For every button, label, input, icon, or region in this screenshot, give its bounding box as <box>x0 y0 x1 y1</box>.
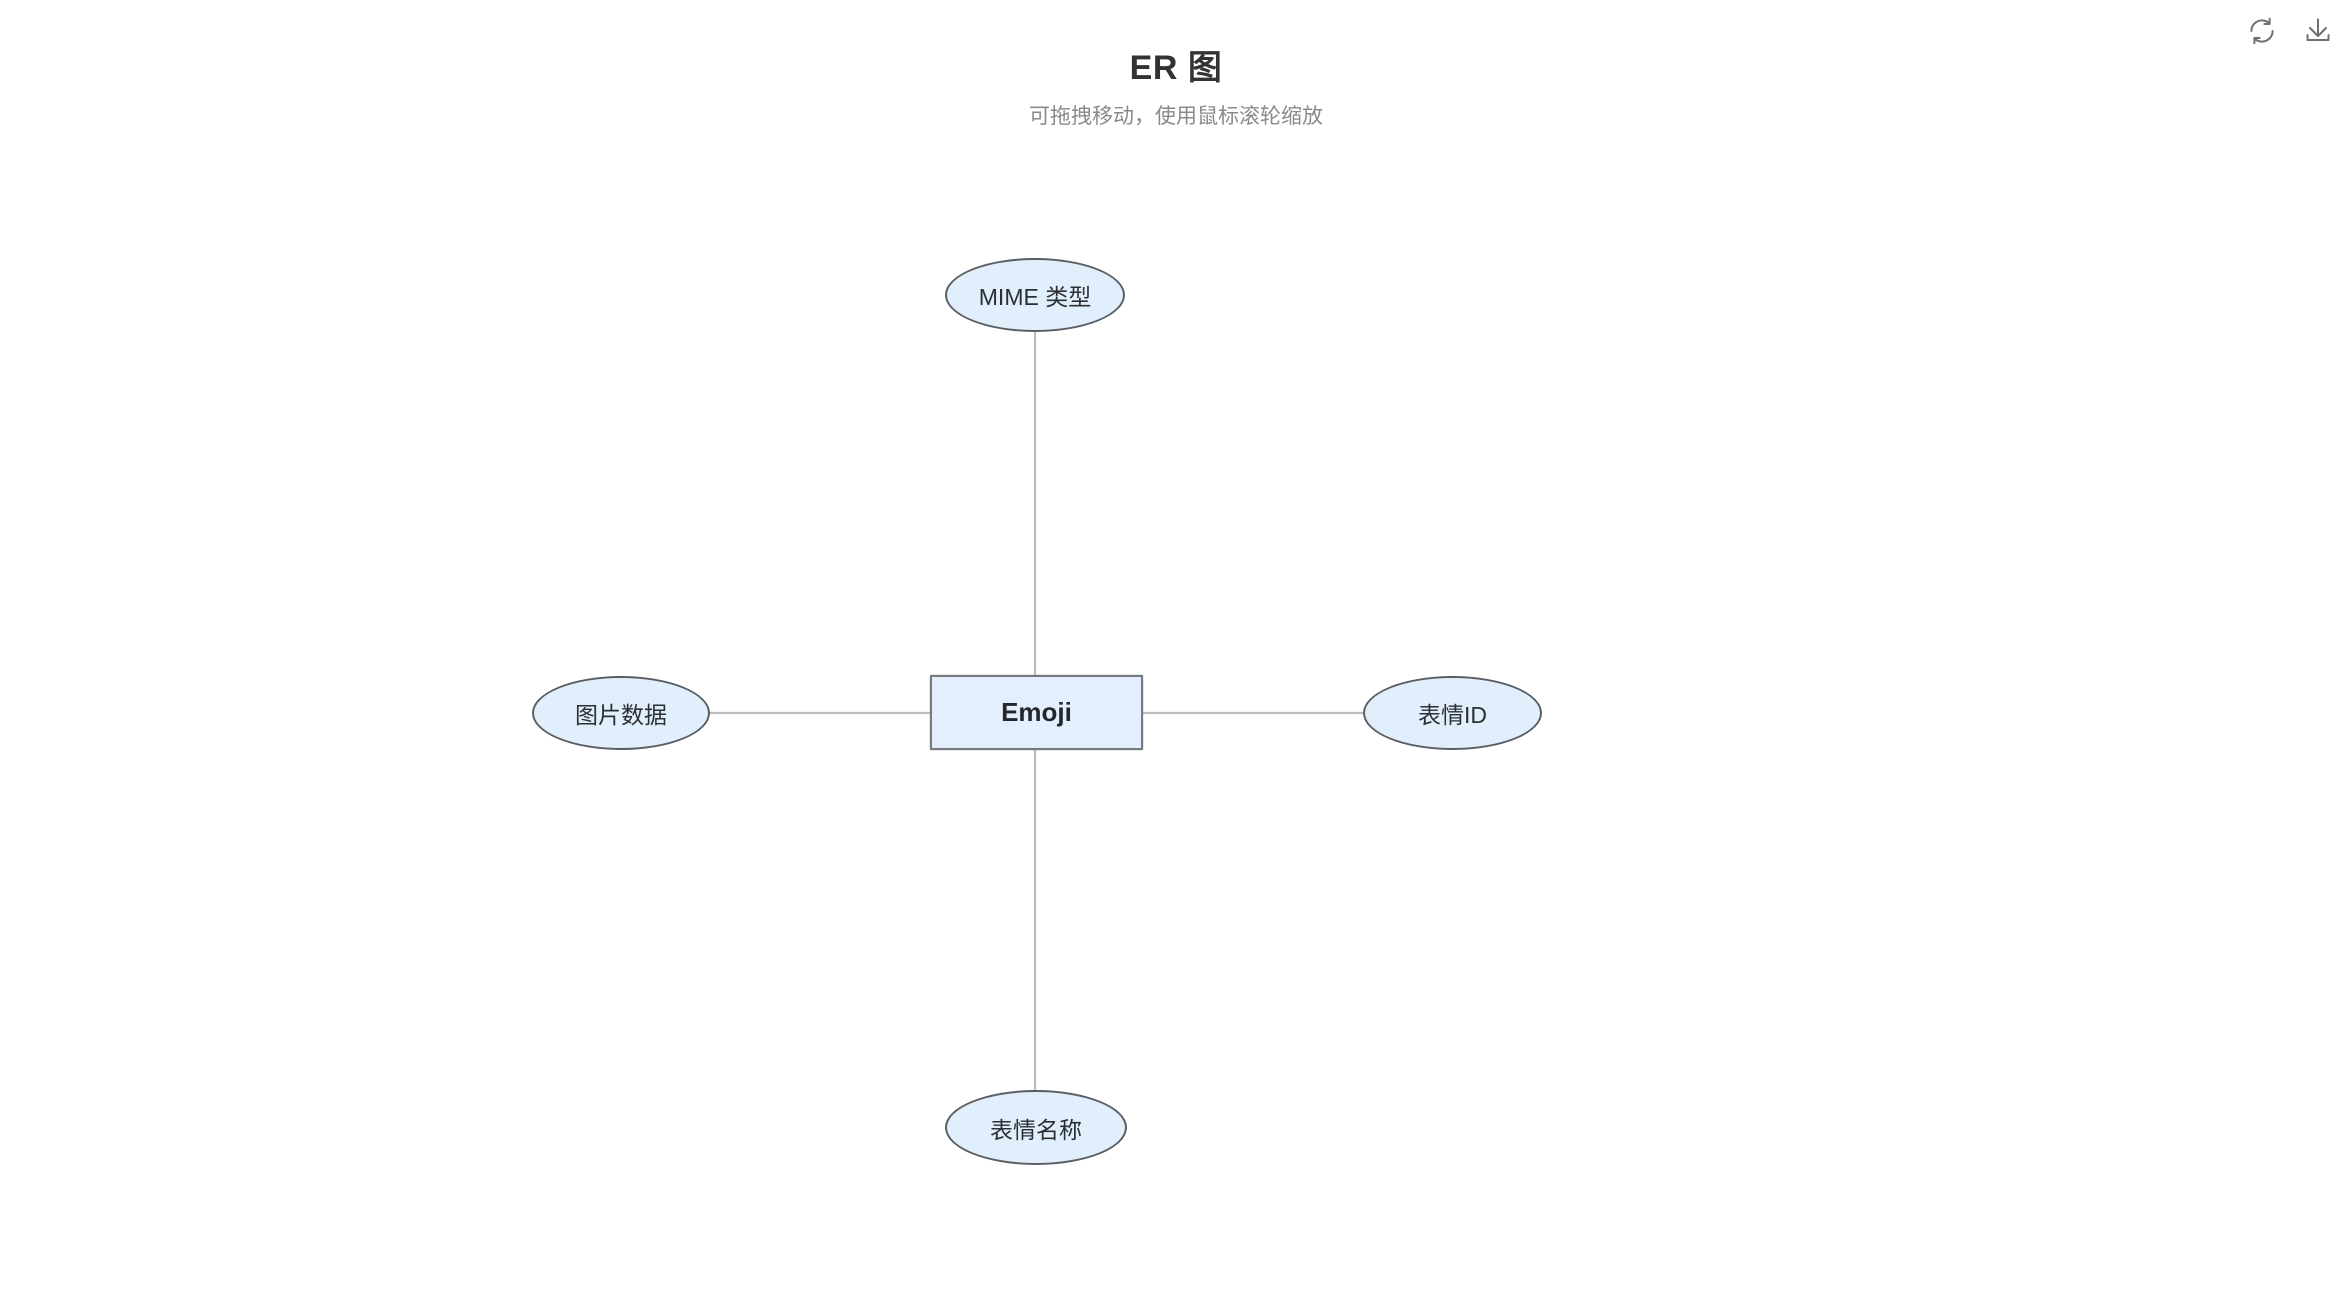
attribute-label: MIME 类型 <box>978 284 1092 310</box>
download-icon <box>2303 16 2333 46</box>
toolbar <box>2244 13 2336 49</box>
refresh-icon <box>2247 16 2277 46</box>
entity-node-emoji[interactable]: Emoji <box>930 675 1143 750</box>
attribute-node-emoji-id[interactable]: 表情ID <box>1363 676 1542 750</box>
attribute-label: 表情ID <box>1418 702 1487 728</box>
attribute-node-image-data[interactable]: 图片数据 <box>532 676 710 750</box>
download-button[interactable] <box>2300 13 2336 49</box>
attribute-label: 表情名称 <box>990 1116 1082 1143</box>
attribute-node-mime-type[interactable]: MIME 类型 <box>945 258 1125 332</box>
entity-label: Emoji <box>1001 697 1072 727</box>
attribute-node-emoji-name[interactable]: 表情名称 <box>945 1090 1127 1165</box>
attribute-label: 图片数据 <box>575 702 667 728</box>
refresh-button[interactable] <box>2244 13 2280 49</box>
